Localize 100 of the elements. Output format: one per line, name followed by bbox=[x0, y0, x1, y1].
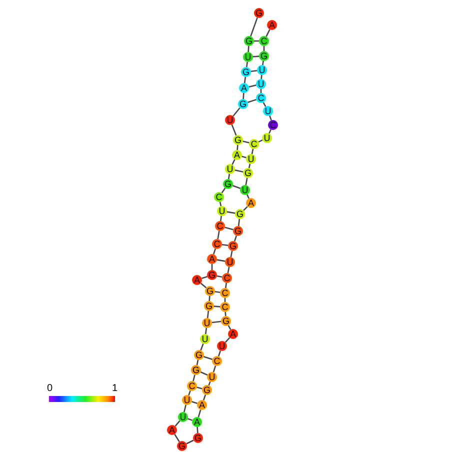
nucleotide-circle: U bbox=[217, 206, 227, 216]
backbone-line bbox=[245, 178, 248, 186]
backbone-line bbox=[258, 140, 263, 142]
nucleotide-circle: C bbox=[220, 288, 230, 298]
backbone-line bbox=[208, 296, 210, 302]
backbone-line bbox=[174, 420, 180, 427]
nucleotide-circle: G bbox=[228, 241, 238, 251]
nucleotide-circle: A bbox=[228, 329, 238, 339]
backbone-line bbox=[228, 325, 232, 330]
backbone-line bbox=[269, 116, 272, 120]
nucleotide-circle: A bbox=[207, 254, 217, 264]
nucleotide-circle: C bbox=[222, 273, 232, 283]
nucleotide-circle: A bbox=[192, 275, 202, 285]
nucleotide-circle: U bbox=[262, 133, 272, 143]
backbone-line bbox=[232, 159, 236, 165]
nucleotide-circle: A bbox=[192, 417, 202, 427]
base-pair-line bbox=[204, 356, 212, 360]
base-pair-line bbox=[192, 400, 198, 404]
nucleotide-circle: U bbox=[263, 106, 273, 116]
base-pair-line bbox=[212, 320, 222, 324]
backbone-line bbox=[225, 282, 227, 288]
nucleotide-circle: C bbox=[212, 356, 222, 366]
nucleotide-circle: G bbox=[254, 8, 264, 18]
nucleotide-circle: U bbox=[256, 79, 266, 89]
nucleotide-circle: C bbox=[214, 192, 224, 202]
backbone-line bbox=[196, 360, 199, 366]
backbone-line bbox=[246, 194, 250, 199]
backbone-line bbox=[238, 218, 240, 226]
backbone-line bbox=[242, 92, 244, 100]
backbone-line bbox=[246, 62, 248, 68]
backbone-line bbox=[196, 426, 198, 434]
nucleotide-circle: G bbox=[243, 168, 253, 178]
nucleotide-circle: U bbox=[207, 372, 217, 382]
base-pair-line bbox=[216, 275, 222, 278]
backbone-line bbox=[234, 236, 238, 242]
backbone-line bbox=[248, 164, 251, 168]
nucleotide-circle: A bbox=[239, 83, 249, 93]
backbone-line bbox=[188, 390, 191, 396]
backbone-line bbox=[184, 404, 186, 412]
backbone-line bbox=[232, 107, 240, 117]
nucleotide-circle: U bbox=[182, 395, 192, 405]
nucleotide-circle: G bbox=[221, 316, 231, 326]
nucleotide-circle: U bbox=[225, 257, 235, 267]
base-pair-line bbox=[222, 244, 228, 246]
backbone-line bbox=[220, 216, 222, 222]
base-pair-line bbox=[214, 306, 220, 308]
backbone-line bbox=[262, 102, 266, 107]
backbone-line bbox=[206, 310, 210, 318]
nucleotide-circle: G bbox=[244, 36, 254, 46]
nucleotide-circle: G bbox=[259, 51, 269, 61]
base-pair-line bbox=[248, 98, 256, 104]
nucleotide-circle: C bbox=[256, 93, 266, 103]
backbone-line bbox=[200, 282, 207, 288]
nucleotide-circle: G bbox=[204, 301, 214, 311]
backbone-line bbox=[212, 248, 216, 254]
backbone-line bbox=[224, 337, 230, 343]
nucleotide-circle: U bbox=[178, 412, 188, 422]
nucleotide-circle: A bbox=[167, 425, 177, 435]
base-pair-line bbox=[226, 211, 236, 214]
backbone-line bbox=[202, 276, 208, 280]
nucleotide-circle: G bbox=[235, 209, 245, 219]
base-pair-line bbox=[224, 226, 234, 230]
backbone-line bbox=[262, 60, 264, 66]
nucleotide-circle: G bbox=[223, 179, 233, 189]
nucleotide-circle: U bbox=[225, 164, 235, 174]
backbone-line bbox=[186, 440, 194, 444]
backbone-line bbox=[219, 202, 222, 206]
nucleotide-circle: C bbox=[268, 120, 278, 130]
nucleotide-circle: U bbox=[225, 115, 235, 125]
base-pair-line bbox=[250, 70, 258, 72]
nucleotide-circle: C bbox=[215, 221, 225, 231]
nucleotide-circle: G bbox=[193, 433, 203, 443]
base-pair-line bbox=[214, 291, 220, 293]
nucleotide-circle: C bbox=[220, 302, 230, 312]
backbone-line bbox=[221, 188, 226, 194]
backbone-line bbox=[236, 144, 238, 150]
backbone-line bbox=[227, 266, 230, 274]
backbone-line bbox=[174, 434, 180, 442]
nucleotide-circle: G bbox=[191, 365, 201, 375]
backbone-line bbox=[228, 174, 230, 180]
nucleotide-circle: U bbox=[243, 52, 253, 62]
backbone-line bbox=[248, 46, 250, 52]
nucleotide-circle: A bbox=[267, 20, 277, 30]
backbone-line bbox=[244, 76, 246, 84]
nucleotide-circle: G bbox=[233, 226, 243, 236]
base-pair-line bbox=[248, 84, 256, 88]
nucleotide-circle: U bbox=[202, 318, 212, 328]
nucleotide-circle: G bbox=[177, 441, 187, 451]
nucleotide-circle: U bbox=[246, 154, 256, 164]
nucleotide-circle: A bbox=[246, 198, 256, 208]
nucleotide-circle: G bbox=[233, 135, 243, 145]
nucleotide-circle: A bbox=[197, 400, 207, 410]
nucleotide-circle: G bbox=[205, 286, 215, 296]
backbone-line bbox=[266, 29, 270, 37]
base-pair-line bbox=[232, 185, 240, 189]
nucleotide-circle: A bbox=[232, 150, 242, 160]
backbone-line bbox=[218, 350, 222, 356]
backbone-line bbox=[231, 124, 237, 136]
backbone-line bbox=[217, 230, 220, 240]
nucleotide-circle: C bbox=[259, 36, 269, 46]
